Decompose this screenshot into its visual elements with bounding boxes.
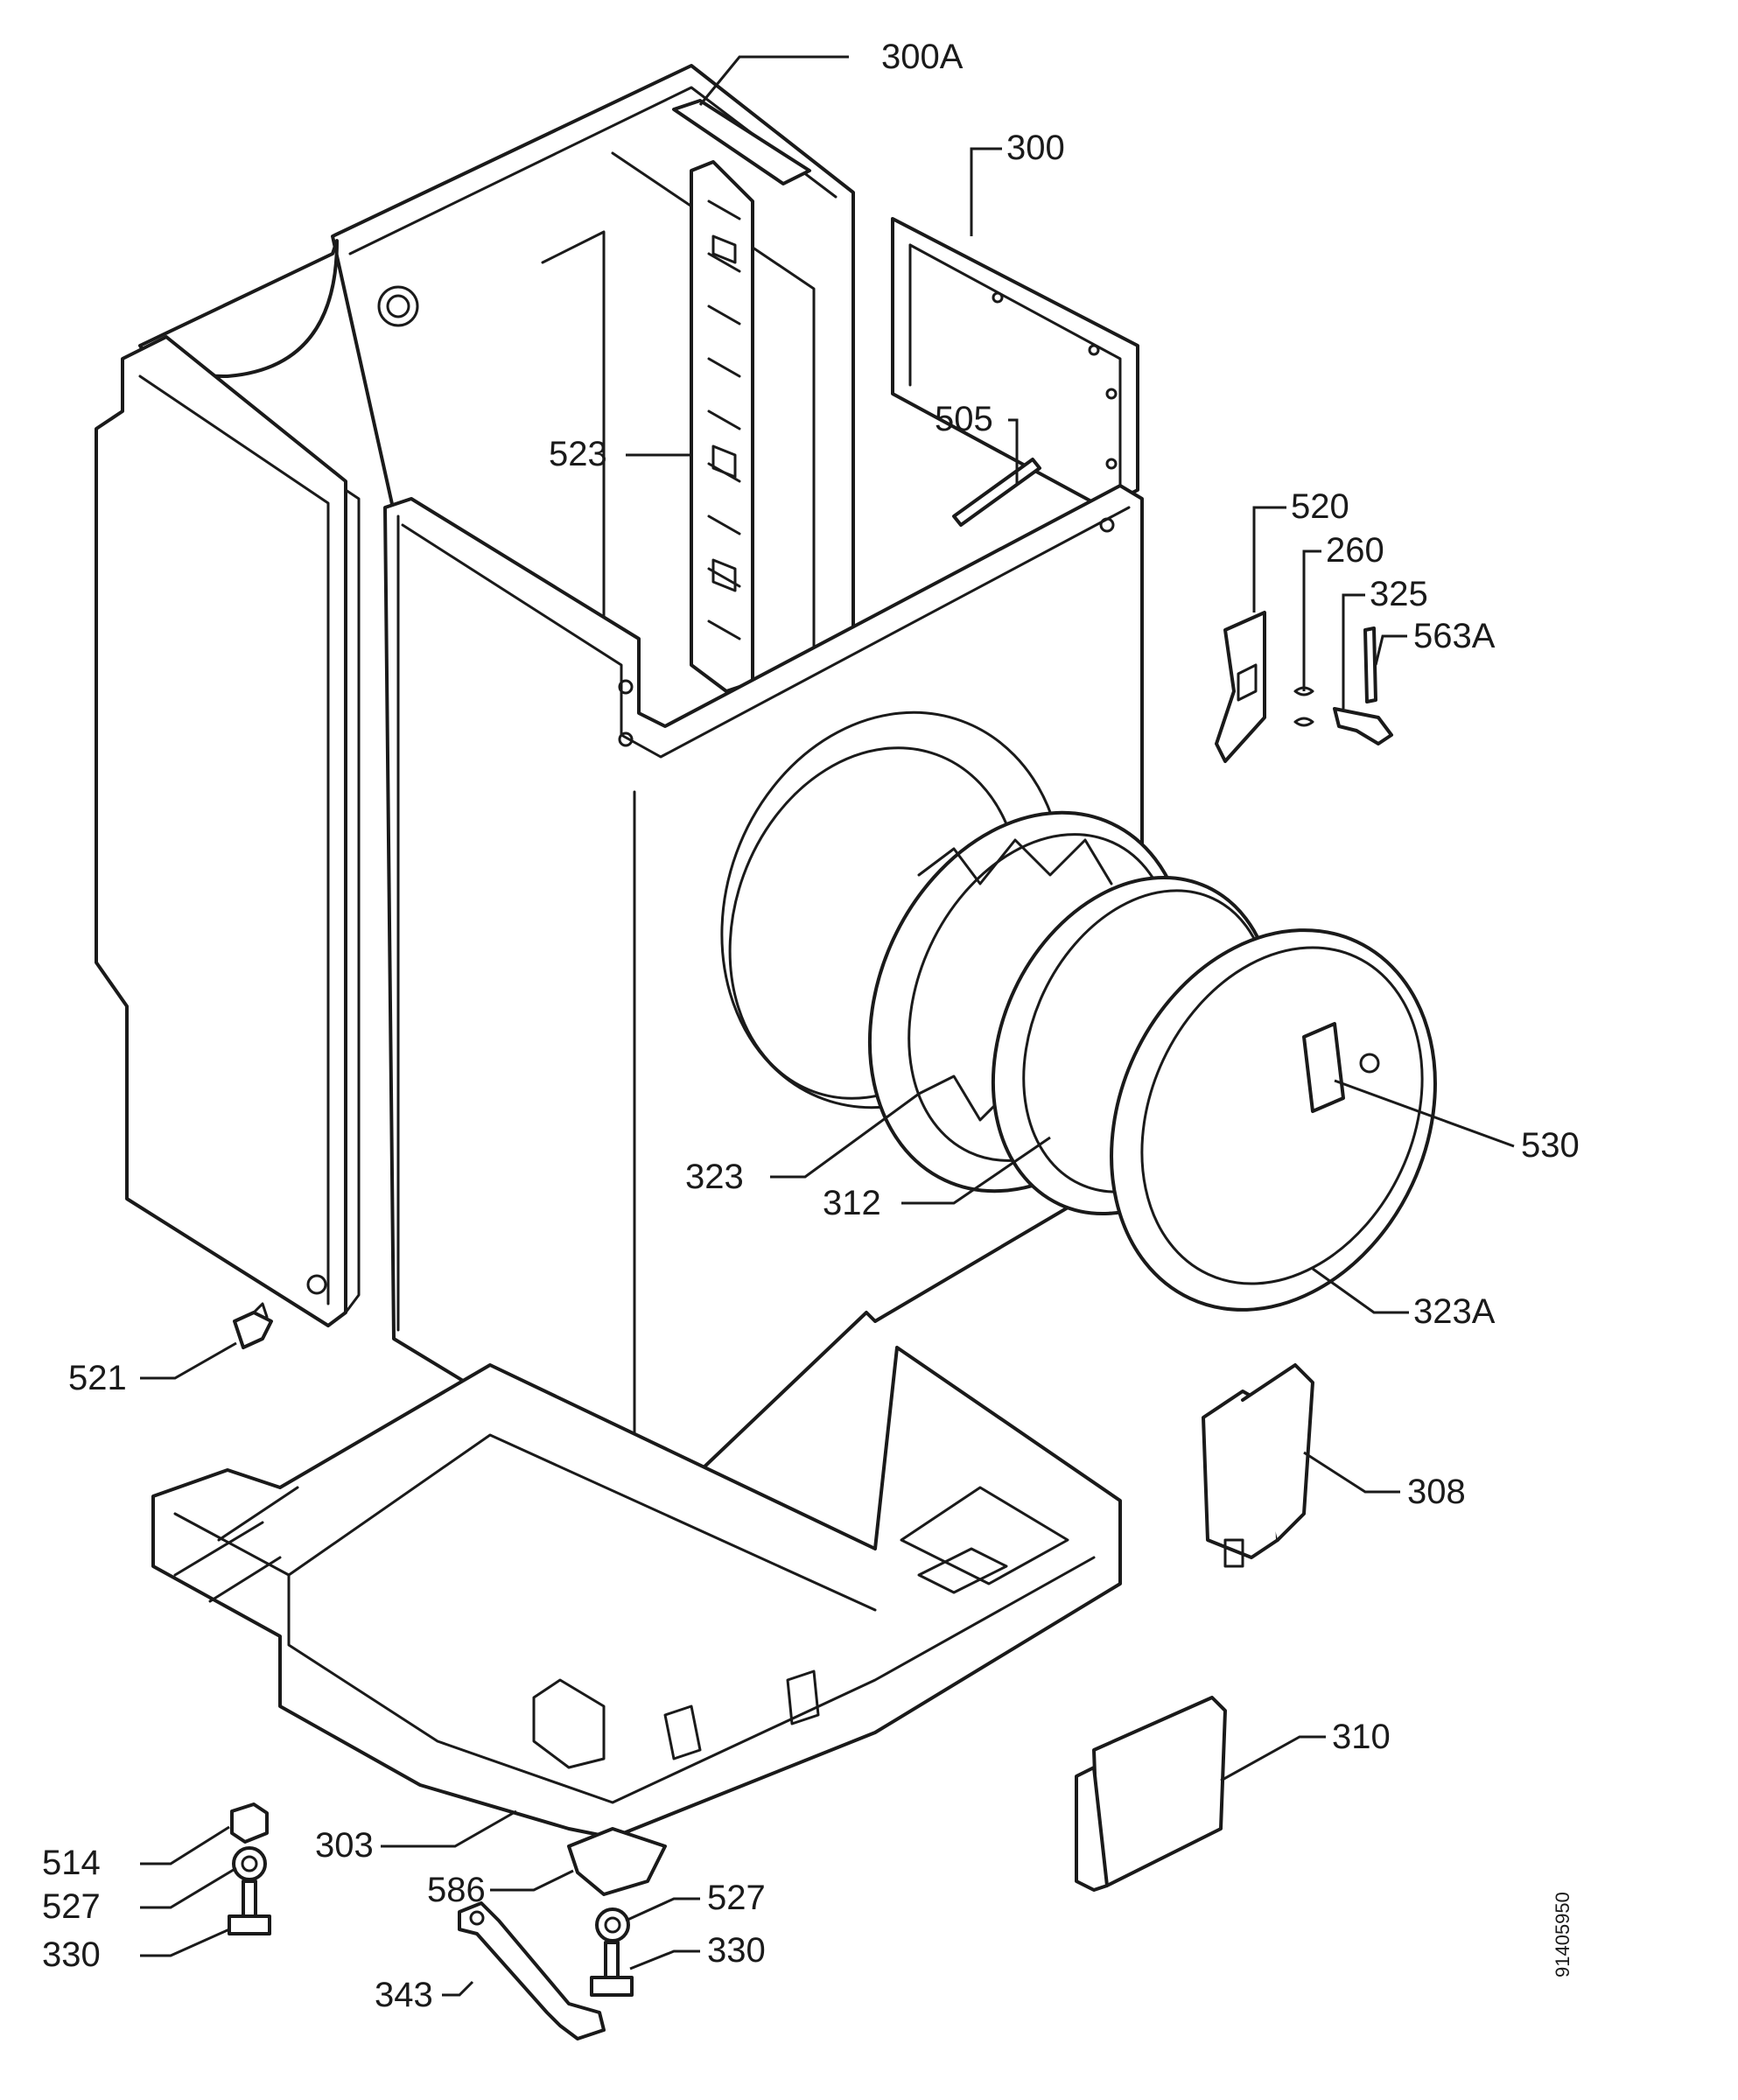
label-343: 343: [375, 1976, 433, 2014]
label-523: 523: [549, 435, 607, 473]
label-300a: 300A: [881, 38, 964, 76]
hinge-spring-clips: [1293, 686, 1314, 727]
label-260: 260: [1326, 531, 1384, 570]
adjustable-foot-left: [228, 1880, 271, 1936]
label-527-left: 527: [42, 1887, 101, 1926]
label-514: 514: [42, 1844, 101, 1882]
label-330-left: 330: [42, 1936, 101, 1974]
label-325: 325: [1370, 575, 1428, 613]
label-312: 312: [823, 1184, 881, 1222]
label-303: 303: [315, 1826, 374, 1865]
screw: [233, 1302, 273, 1349]
right-side-panel: [891, 217, 1139, 509]
door-hinge: [1202, 1363, 1314, 1568]
label-563a: 563A: [1413, 617, 1496, 655]
star-washer-left: [232, 1846, 267, 1881]
label-521: 521: [68, 1359, 127, 1397]
leader-lines: [140, 55, 1515, 1997]
label-520: 520: [1291, 487, 1349, 526]
door-catch-lever: [1333, 707, 1393, 746]
label-323a: 323A: [1413, 1292, 1496, 1331]
left-side-panel: [95, 335, 361, 1327]
adjustment-wrench: [458, 1901, 606, 2040]
label-310: 310: [1332, 1718, 1391, 1756]
foot-cap-left: [230, 1802, 269, 1844]
hinge-pin: [1363, 626, 1377, 704]
part-labels: 300A 300 505 523 520 260 325 563A 530 32…: [42, 38, 1580, 2014]
cross-brace-rod: [952, 458, 1041, 527]
label-300: 300: [1006, 129, 1065, 167]
top-rail-bar: [672, 99, 811, 186]
label-330-right: 330: [707, 1931, 766, 1970]
door-front-frame: [1110, 928, 1437, 1312]
star-washer-right: [595, 1908, 630, 1942]
label-308: 308: [1407, 1473, 1466, 1511]
adjustable-foot-right: [590, 1941, 634, 1997]
leveling-bracket: [567, 1827, 667, 1896]
document-number: 91405950: [1552, 1892, 1573, 1978]
label-505: 505: [935, 400, 993, 438]
base-frame: [151, 1346, 1122, 1839]
label-323: 323: [685, 1158, 744, 1196]
hinge-plate: [1215, 611, 1266, 763]
label-527-right: 527: [707, 1879, 766, 1917]
label-530: 530: [1521, 1126, 1580, 1165]
label-586: 586: [427, 1871, 486, 1909]
service-panel: [1075, 1696, 1227, 1892]
rear-support-bracket: [690, 160, 754, 693]
